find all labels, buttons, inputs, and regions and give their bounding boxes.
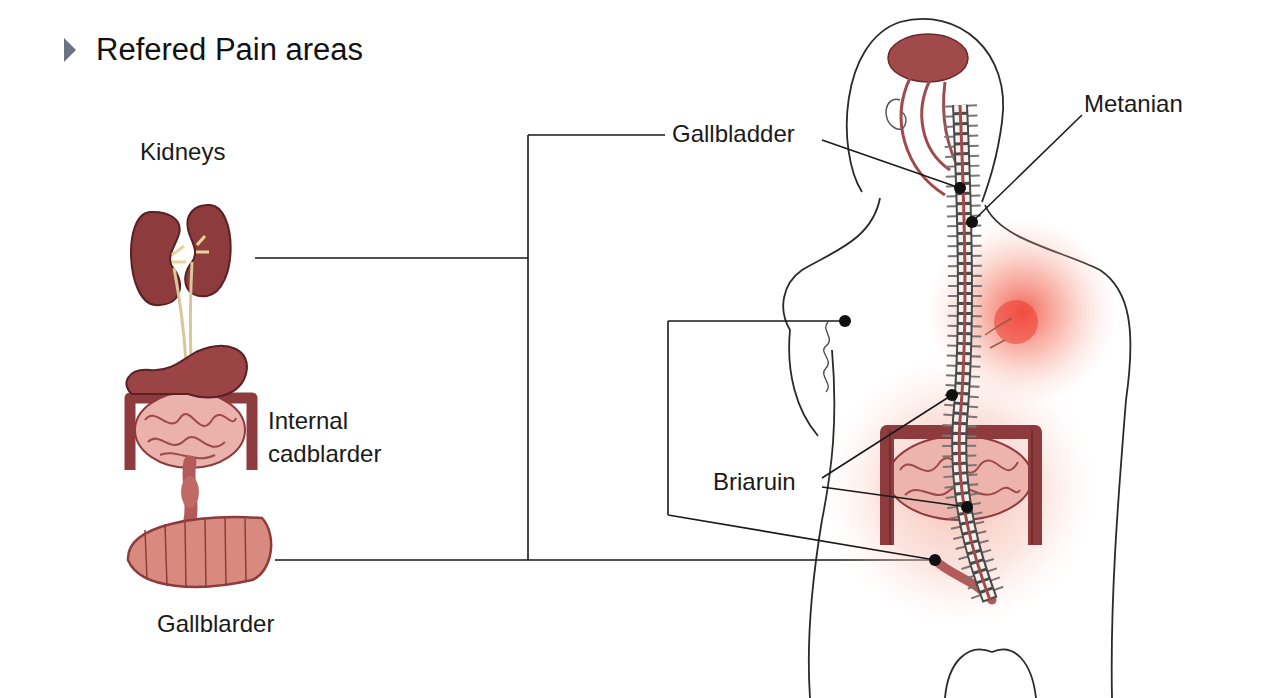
part-label: Internal cadblarder: [268, 404, 413, 470]
stomach: [126, 346, 246, 397]
spine-outline: [959, 105, 990, 600]
ureter: [174, 268, 186, 362]
marker-dot: [839, 315, 851, 327]
marker-dot: [946, 389, 958, 401]
spine-processes: [959, 105, 990, 600]
title-marker: [64, 38, 76, 62]
head-outline: [847, 19, 1003, 202]
part-label: Metanian: [1084, 90, 1264, 119]
colon: [128, 517, 271, 587]
brain: [888, 34, 968, 82]
diagram-title: Refered Pain areas: [96, 31, 516, 68]
rectum-bulb: [181, 476, 199, 508]
pain-focus: [994, 300, 1038, 344]
nerve: [985, 318, 1012, 348]
renal-vessel: [172, 236, 209, 262]
vertebrae: [959, 105, 990, 600]
kidney: [131, 212, 180, 305]
ureter: [190, 262, 192, 362]
part-label: Gallblarder: [157, 610, 357, 639]
marker-dot: [961, 501, 973, 513]
arm-detail: [824, 322, 830, 392]
part-label: Kidneys: [140, 138, 340, 167]
buttock-outline: [945, 649, 1036, 698]
marker-dot: [929, 554, 941, 566]
part-label: Briaruin: [713, 468, 873, 497]
marker-dot: [966, 216, 978, 228]
part-label: Gallbladder: [672, 120, 872, 149]
marker-dot: [954, 182, 966, 194]
colon-segments: [145, 518, 246, 588]
spinal-cord: [959, 105, 990, 600]
intestine-folds: [145, 414, 236, 458]
leader-line: [668, 115, 1082, 560]
